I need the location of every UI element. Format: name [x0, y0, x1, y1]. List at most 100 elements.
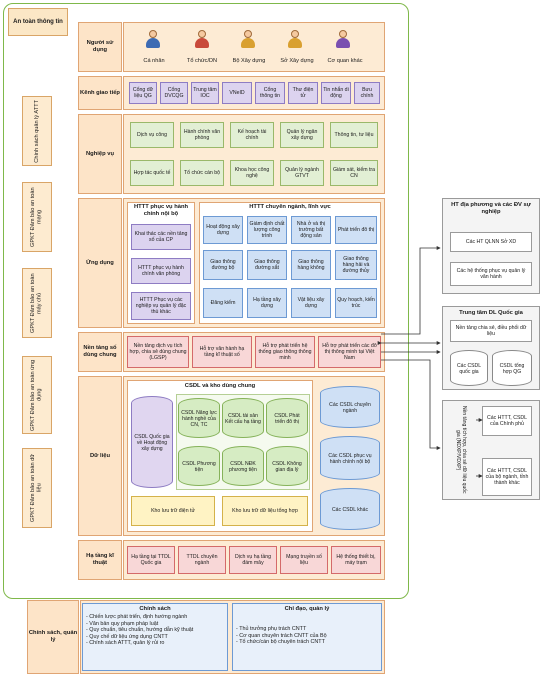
policy-line: - Quy chế dữ liệu ứng dụng CNTT — [86, 633, 168, 640]
business-item: Tổ chức cán bộ — [180, 160, 224, 186]
channel-item: Cổng dữ liệu QG — [129, 82, 157, 104]
database-item: CSDL Phát triển đô thị — [266, 398, 308, 438]
business-item: Kế hoạch tài chính — [230, 122, 274, 148]
business-item: Hợp tác quốc tế — [130, 160, 174, 186]
policy-list: - Chiến lược phát triển, định hướng ngàn… — [86, 614, 226, 647]
channel-item: Cổng DVCQG — [160, 82, 188, 104]
user-label: Cá nhân — [143, 58, 165, 64]
platform-item: Hỗ trợ văn hành hạ tầng kĩ thuật số — [192, 336, 252, 368]
local-system-item: Các HT QLNN Sở XD — [450, 232, 532, 252]
person-icon — [145, 30, 161, 50]
business-item: Hành chính văn phòng — [180, 122, 224, 148]
special-app-item: Quy hoạch, kiến trúc — [335, 288, 377, 318]
business-item: Thông tin, tư liệu — [330, 122, 378, 148]
national-database-cyl: Các CSDL quốc gia — [450, 350, 488, 386]
database-item: CSDL Phương tiện — [178, 446, 220, 486]
local-systems-title: HT địa phương và các ĐV sự nghiệp — [451, 202, 531, 215]
business-item: Giám sát, kiểm tra CN — [330, 160, 378, 186]
special-app-item: Giao thông hàng không — [291, 250, 331, 280]
management-line: - Cơ quan chuyên trách CNTT của Bộ — [236, 632, 327, 639]
admin-app-item: HTTT Phục vụ các nghiệp vụ quản lý đặc t… — [131, 292, 191, 320]
national-database-cyl: CSDL tổng hợp QG — [492, 350, 532, 386]
special-app-item: Đăng kiểm — [203, 288, 243, 318]
security-panel-label: Chính sách quản lý ATTT — [33, 99, 40, 163]
security-policy-panel: Chính sách quản lý ATTT — [22, 96, 52, 166]
management-line: - Tổ chức/cán bộ chuyên trách CNTT — [236, 639, 325, 646]
security-panel-label: GPKT Đảm bảo an toàn ứng dụng — [30, 359, 43, 431]
ndxp-label: Nền tảng tích hợp, chia sẻ dữ liệu quốc … — [455, 406, 467, 494]
ministry-systems: Các HTTT, CSDL của bộ ngành, tỉnh thành … — [482, 458, 532, 496]
security-data-panel: GPKT Đảm bảo an toàn dữ liệu — [22, 448, 52, 528]
user-label: Cơ quan khác — [327, 58, 363, 64]
special-app-item: Giao thông đường bộ — [203, 250, 243, 280]
database-item: Các CSDL chuyên ngành — [320, 386, 380, 428]
infra-item: Dịch vụ hạ tầng đám mây — [229, 546, 277, 574]
infra-item: Hệ thống thiết bị, máy trạm — [331, 546, 381, 574]
row-label-platform: Nền tảng số dùng chung — [78, 332, 122, 372]
platform-item: Nền tảng dịch vụ tích hợp, chia sẻ dùng … — [127, 336, 189, 368]
special-apps-title: HTTT chuyên ngành, lĩnh vực — [249, 204, 331, 210]
admin-app-item: Khai thác các nền tảng số của CP — [131, 224, 191, 250]
user-label: Bộ Xây dựng — [232, 58, 266, 64]
policy-line: - Chiến lược phát triển, định hướng ngàn… — [86, 614, 188, 620]
user-label: Sở Xây dựng — [280, 58, 314, 64]
local-system-item: Các hệ thống phục vụ quản lý văn hành — [450, 262, 532, 286]
infra-item: Hạ tầng tại TTDL Quốc gia — [127, 546, 175, 574]
security-panel-label: GPKT Đảm bảo an toàn mạng — [30, 187, 43, 247]
special-app-item: Nhà ở và thị trường bất động sản — [291, 216, 331, 244]
channel-item: Thư điện tử — [288, 82, 318, 104]
row-label-infra: Hạ tầng kĩ thuật — [78, 540, 122, 580]
platform-item: Hỗ trợ phát triển các đô thị thông minh … — [318, 336, 381, 368]
special-app-item: Hạ tầng xây dựng — [247, 288, 287, 318]
policy-box — [82, 603, 228, 671]
organization-icon — [194, 30, 210, 50]
security-title: An toàn thông tin — [8, 8, 68, 36]
row-label-policy: Chính sách, quản lý — [27, 600, 79, 674]
channel-item: Tin nhắn di động — [321, 82, 351, 104]
special-app-item: Hoạt động xây dựng — [203, 216, 243, 244]
security-panel-label: GPKT Đảm bảo an toàn dữ liệu — [30, 454, 43, 523]
database-item: CSDL tài sản Kết cấu hạ tầng — [222, 398, 264, 438]
database-item: Các CSDL khác — [320, 488, 380, 530]
special-app-item: Giám định chất lượng công trình — [247, 216, 287, 244]
special-app-item: Giao thông đường sắt — [247, 250, 287, 280]
admin-apps-title: HTTT phục vụ hành chính nội bộ — [133, 204, 189, 217]
department-icon — [287, 30, 303, 50]
policy-title: Chính sách — [139, 606, 171, 612]
channel-item: VNeID — [222, 82, 252, 104]
management-line: - Thủ trưởng phụ trách CNTT — [236, 626, 307, 632]
management-box — [232, 603, 382, 671]
platform-item: Hỗ trợ phát triển hệ thống giao thông th… — [255, 336, 315, 368]
row-label-business: Nghiệp vụ — [78, 114, 122, 194]
policy-line: - Văn bản quy phạm pháp luật — [86, 620, 159, 627]
agency-icon — [335, 30, 351, 50]
row-label-data: Dữ liệu — [78, 376, 122, 536]
policy-line: - Quy chuẩn, tiêu chuẩn, hướng dẫn kỹ th… — [86, 627, 194, 634]
special-app-item: Phát triển đô thị — [335, 216, 377, 244]
database-item: CSDL NĐK phương tiện — [222, 446, 264, 486]
business-item: Dịch vụ công — [130, 122, 174, 148]
warehouse-item: Kho lưu trữ dữ liệu tổng hợp — [222, 496, 308, 526]
row-label-users: Người sử dụng — [78, 22, 122, 72]
business-item: Quản lý ngành GTVT — [280, 160, 324, 186]
management-list: - Thủ trưởng phụ trách CNTT - Cơ quan ch… — [236, 626, 380, 646]
user-label: Tổ chức/DN — [186, 58, 218, 64]
ministry-icon — [240, 30, 256, 50]
ndxp-label-area: Nền tảng tích hợp, chia sẻ dữ liệu quốc … — [446, 404, 476, 496]
security-network-panel: GPKT Đảm bảo an toàn mạng — [22, 182, 52, 252]
national-center-title: Trung tâm DL Quốc gia — [459, 310, 523, 316]
security-panel-label: GPKT Đảm bảo an toàn máy chủ — [30, 273, 43, 333]
infra-item: TTDL chuyên ngành — [178, 546, 226, 574]
channel-item: Trung tâm IOC — [191, 82, 219, 104]
shared-data-title: CSDL và kho dùng chung — [184, 383, 256, 389]
admin-app-item: HTTT phục vụ hành chính văn phòng — [131, 258, 191, 284]
database-item: CSDL Năng lực hành nghề của CN, TC — [178, 398, 220, 438]
special-app-item: Giao thông hàng hải và đường thủy — [335, 250, 377, 280]
channel-item: Cổng thông tin — [255, 82, 285, 104]
national-database: CSDL Quốc gia về Hoạt động xây dựng — [131, 396, 173, 488]
government-systems: Các HTTT, CSDL của Chính phủ — [482, 406, 532, 436]
row-label-apps: Ứng dụng — [78, 198, 122, 328]
channel-item: Bưu chính — [354, 82, 380, 104]
special-app-item: Vật liệu xây dựng — [291, 288, 331, 318]
security-server-panel: GPKT Đảm bảo an toàn máy chủ — [22, 268, 52, 338]
